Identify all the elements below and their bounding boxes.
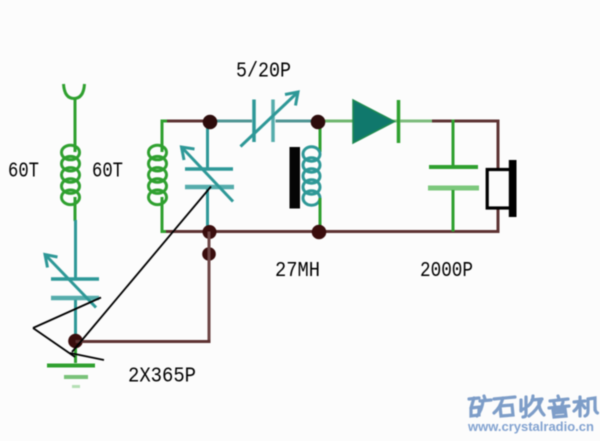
svg-text:2X365P: 2X365P <box>128 365 196 389</box>
svg-text:27MH: 27MH <box>275 259 320 283</box>
svg-text:5/20P: 5/20P <box>236 60 291 84</box>
svg-text:60T: 60T <box>92 160 123 184</box>
svg-text:60T: 60T <box>8 160 39 184</box>
svg-text:2000P: 2000P <box>420 259 473 283</box>
svg-text:www.crystalradio.cn: www.crystalradio.cn <box>467 419 594 434</box>
